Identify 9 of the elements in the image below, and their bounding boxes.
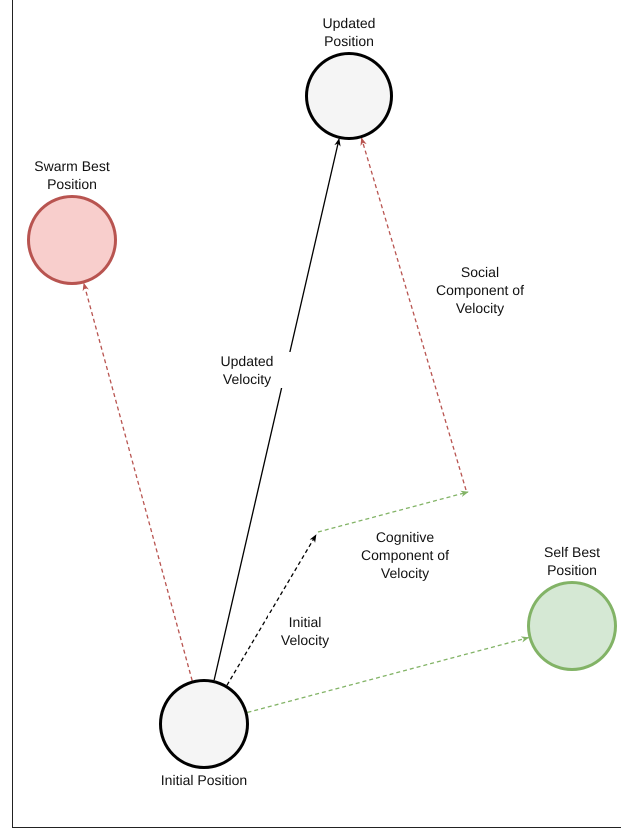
- node-label: Initial Position: [160, 771, 248, 789]
- node-label: Updated Position: [322, 14, 376, 50]
- arrow: [82, 282, 193, 681]
- arrow: [214, 138, 341, 680]
- arrow: [247, 636, 530, 714]
- arrow: [226, 534, 317, 686]
- arrow: [360, 137, 467, 490]
- node-label: Swarm Best Position: [33, 157, 111, 193]
- node-label: Self Best Position: [542, 543, 602, 579]
